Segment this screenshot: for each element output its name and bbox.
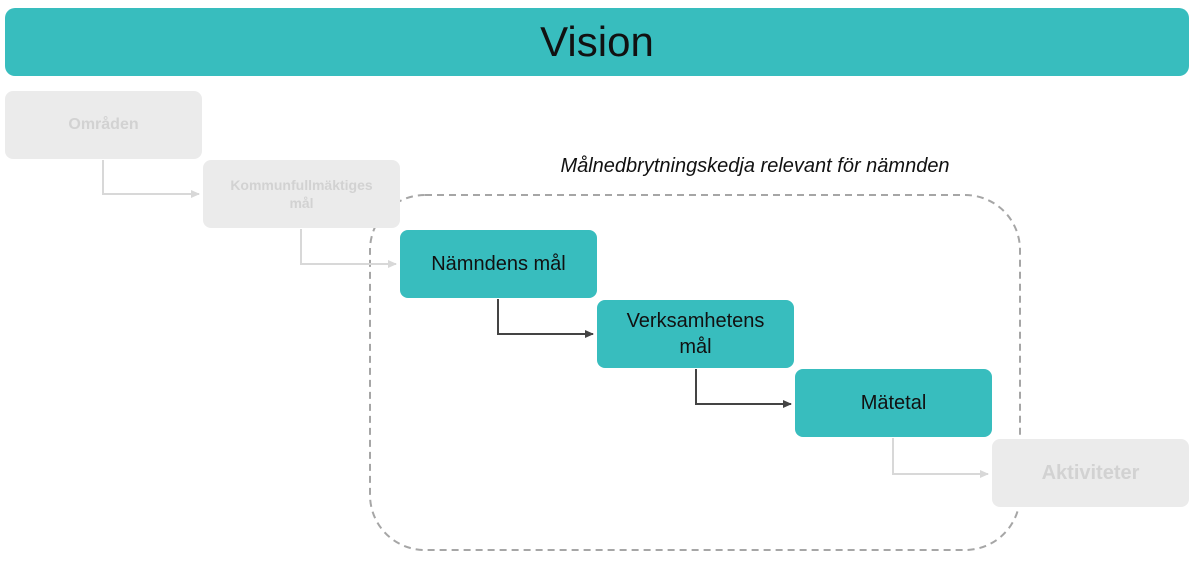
step-matetal: Mätetal [795,369,992,437]
chain-dashed-border [369,194,1021,551]
step-verksamhetens-mal-label: Verksamhetens mål [626,310,765,358]
connector-namnd-verk [497,299,594,338]
step-omraden: Områden [5,91,202,159]
vision-label: Vision [540,18,654,65]
step-verksamhetens-mal: Verksamhetens mål [597,300,794,368]
connector-verk-matetal [695,369,792,408]
step-omraden-label: Områden [68,115,139,133]
step-namndens-mal: Nämndens mål [400,230,597,298]
connector-kf-namnd [300,229,397,268]
step-aktiviteter-label: Aktiviteter [1041,462,1140,484]
step-matetal-label: Mätetal [860,392,927,414]
vision-box: Vision [5,8,1189,76]
step-aktiviteter: Aktiviteter [992,439,1189,507]
chain-label: Målnedbrytningskedja relevant för nämnde… [560,155,950,177]
connector-matetal-akt [892,438,989,478]
step-namndens-mal-label: Nämndens mål [431,253,566,275]
connector-omraden-kf [102,160,200,198]
step-kommunfullmaktiges-mal: Kommunfullmäktiges mål [203,160,400,228]
step-kommunfullmaktiges-mal-label: Kommunfullmäktiges mål [230,176,373,211]
